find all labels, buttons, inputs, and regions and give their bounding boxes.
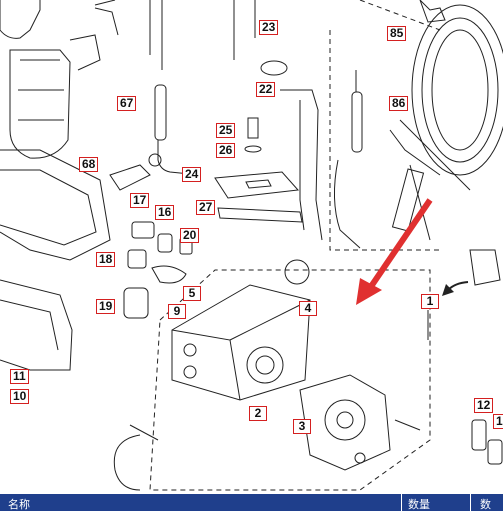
hose-reel-86 [389,4,503,241]
valve-block [171,284,311,401]
callout-3: 3 [293,419,311,434]
plate-24 [214,171,300,199]
clip-ring [260,60,288,76]
callout-1: 1 [421,294,439,309]
pointer-arrow [356,198,433,305]
callout-4: 4 [299,301,317,316]
sensor-19 [123,287,149,319]
callout-18: 18 [96,252,116,267]
callout-27: 27 [196,200,216,215]
callout-26: 26 [216,143,236,158]
callout-16: 16 [155,205,175,220]
callout-25: 25 [216,123,236,138]
frame-panel [0,149,111,261]
column-separator [470,494,471,511]
callout-67: 67 [117,96,137,111]
callout-17: 17 [130,193,150,208]
qty-column-header: 数量 [408,499,430,511]
fitting-18 [127,249,147,269]
pump-3 [299,374,391,471]
column-separator [401,494,402,511]
callout-24: 24 [182,167,202,182]
tube-line [280,89,323,241]
callout-9: 9 [168,304,186,319]
name-column-header: 名称 [8,499,30,511]
callout-1-right: 1 [493,414,503,429]
callout-19: 19 [96,299,116,314]
gauge-4 [284,259,310,285]
callout-2: 2 [249,406,267,421]
curved-arrow [447,281,469,291]
hose-lower [113,434,141,491]
hose-side [351,91,363,153]
clamp-20 [151,265,187,284]
hose-67 [154,84,167,141]
callout-12: 12 [474,398,494,413]
callout-68: 68 [79,157,99,172]
callout-22: 22 [256,82,276,97]
parts-table-header: 名称 数量 数 [0,494,503,511]
fitting-68 [109,164,151,191]
assembly-boundary [149,269,431,491]
bolt-25 [247,117,259,139]
fitting-12 [471,419,487,451]
filter-assembly [0,0,119,159]
fitting-17 [131,221,155,239]
callout-11: 11 [10,369,29,384]
callout-20: 20 [180,228,200,243]
fitting-85 [419,0,446,23]
callout-85: 85 [387,26,407,41]
callout-5: 5 [183,286,201,301]
callout-10: 10 [10,389,30,404]
qty2-column-header: 数 [480,499,491,511]
diagram-drawing [0,0,503,491]
callout-23: 23 [259,20,279,35]
callout-86: 86 [389,96,409,111]
plate-27 [217,207,303,223]
